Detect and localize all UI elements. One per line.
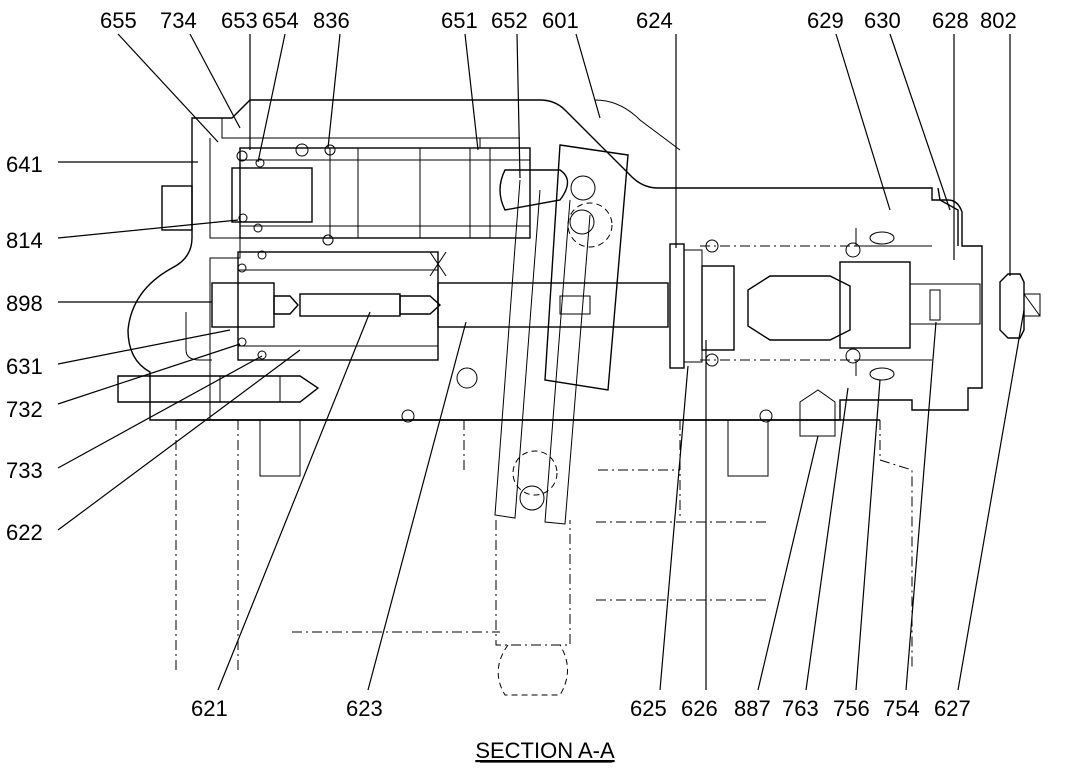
section-caption: SECTION A-A	[475, 738, 615, 763]
callout-601: 601	[542, 8, 579, 33]
callouts-bottom: 621 623 625 626 887 763 756 754 627	[191, 696, 971, 721]
housing-outline	[127, 99, 983, 421]
callout-653: 653	[221, 8, 258, 33]
callout-898: 898	[6, 291, 43, 316]
callout-631: 631	[6, 354, 43, 379]
tilt-lever	[456, 144, 629, 525]
callout-629: 629	[807, 8, 844, 33]
callout-732: 732	[6, 397, 43, 422]
right-assembly	[669, 187, 1041, 437]
mounting-outline	[175, 409, 913, 696]
callout-754: 754	[883, 696, 920, 721]
callout-624: 624	[636, 8, 673, 33]
callout-654: 654	[262, 8, 299, 33]
callout-836: 836	[313, 8, 350, 33]
callout-628: 628	[932, 8, 969, 33]
callout-734: 734	[160, 8, 197, 33]
left-plug	[117, 150, 320, 403]
callout-630: 630	[864, 8, 901, 33]
callout-652: 652	[491, 8, 528, 33]
upper-spool	[231, 137, 569, 246]
callout-763: 763	[782, 696, 819, 721]
callout-641: 641	[6, 152, 43, 177]
callout-623: 623	[346, 696, 383, 721]
callout-814: 814	[6, 228, 43, 253]
leader-lines	[57, 33, 1025, 691]
callout-802: 802	[980, 8, 1017, 33]
lower-spool	[211, 250, 669, 361]
callout-651: 651	[441, 8, 478, 33]
callout-887: 887	[734, 696, 771, 721]
callout-733: 733	[6, 458, 43, 483]
callout-655: 655	[100, 8, 137, 33]
callout-622: 622	[6, 520, 43, 545]
callout-626: 626	[681, 696, 718, 721]
callout-627: 627	[934, 696, 971, 721]
callouts-top: 655 734 653 654 836 651 652 601 624 629 …	[100, 8, 1017, 33]
callout-625: 625	[630, 696, 667, 721]
callout-621: 621	[191, 696, 228, 721]
callout-756: 756	[833, 696, 870, 721]
callouts-left: 641 814 898 631 732 733 622	[6, 152, 43, 545]
